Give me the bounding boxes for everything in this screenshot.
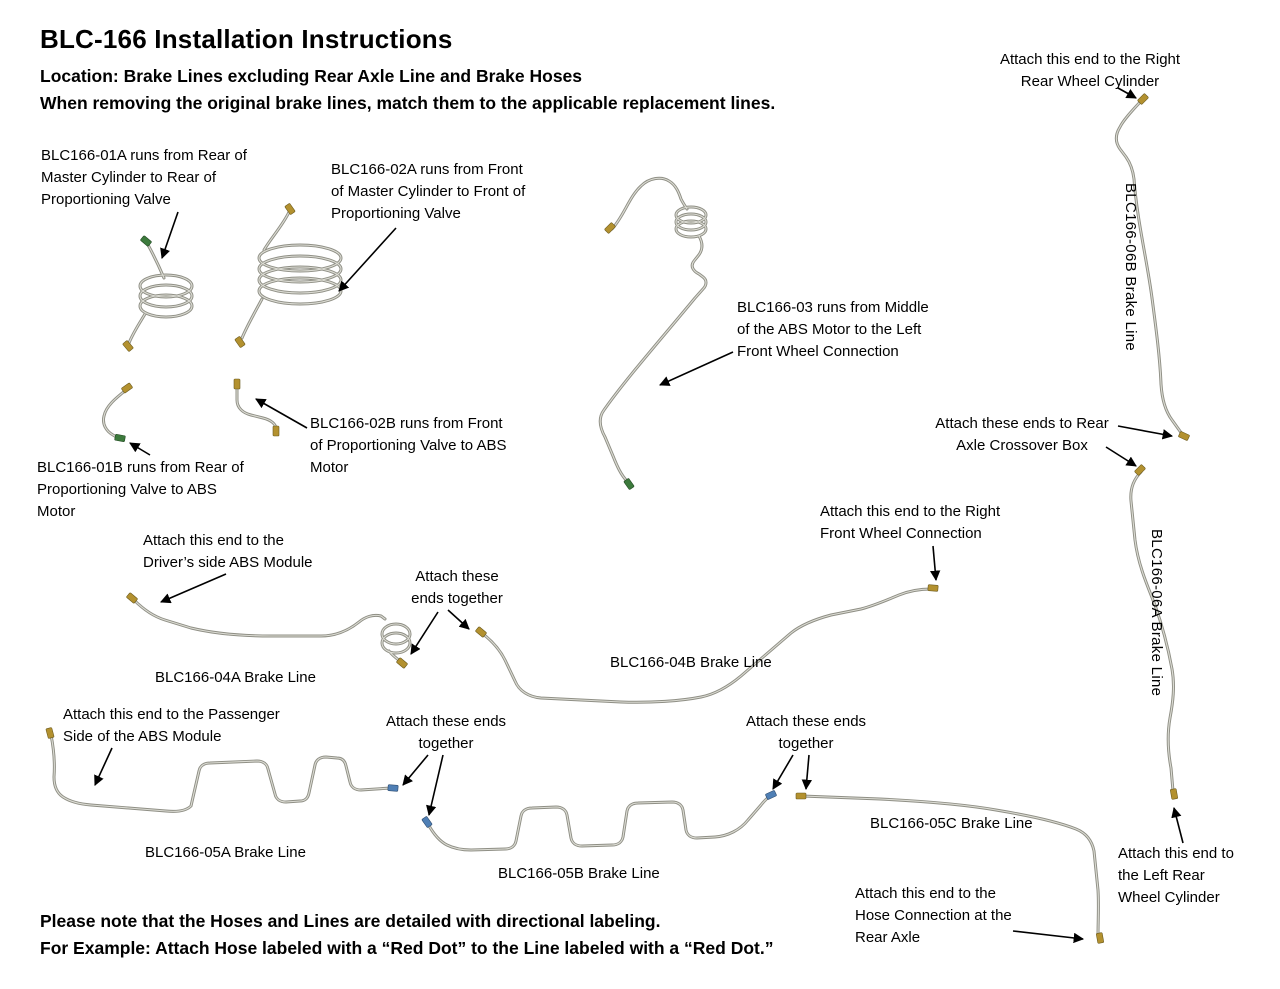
- label-blc166-05a: BLC166-05A Brake Line: [145, 844, 306, 861]
- fitting-01a-bottom: [122, 340, 134, 352]
- fitting-06b-bottom: [1178, 431, 1190, 441]
- callout-driver-abs: Attach this end to the Driver’s side ABS…: [143, 532, 313, 571]
- footer-note-2: For Example: Attach Hose labeled with a …: [40, 938, 774, 958]
- location-line: Location: Brake Lines excluding Rear Axl…: [40, 66, 583, 86]
- fitting-03-left: [604, 222, 616, 234]
- callout-rear-axle-crossover: Attach these ends to Rear Axle Crossover…: [935, 415, 1109, 454]
- fitting-02a-bottom: [234, 336, 246, 348]
- fitting-02a-top: [284, 203, 296, 215]
- callout-ends-together-2: Attach these ends together: [385, 713, 507, 752]
- brake-line-04a: [132, 598, 412, 663]
- footer-note-1: Please note that the Hoses and Lines are…: [40, 911, 661, 931]
- fitting-02b-bottom: [272, 425, 280, 437]
- fitting-05a-right: [387, 784, 399, 792]
- callout-blc166-02b: BLC166-02B runs from Front of Proportion…: [310, 415, 507, 476]
- callout-passenger-abs: Attach this end to the Passenger Side of…: [63, 706, 280, 745]
- arrow-01a: [160, 211, 179, 259]
- arrow-right-front-wheel: [929, 545, 941, 582]
- arrow-crossover-1: [1117, 425, 1174, 440]
- page-title: BLC-166 Installation Instructions: [40, 24, 453, 54]
- arrow-ends1-right: [447, 609, 470, 630]
- arrow-left-rear-wheel: [1171, 806, 1184, 844]
- fitting-04b-left: [475, 626, 487, 638]
- brake-line-04b: [481, 587, 933, 704]
- arrow-right-rear-wheel: [1117, 87, 1137, 99]
- annotation-arrows: [94, 87, 1184, 944]
- label-blc166-06b: BLC166-06B Brake Line: [1122, 183, 1139, 352]
- callout-left-rear-wheel: Attach this end to the Left Rear Wheel C…: [1118, 845, 1234, 906]
- arrow-03: [659, 351, 734, 386]
- fitting-06a-top: [1134, 464, 1146, 476]
- fitting-01b-bottom: [114, 434, 126, 442]
- callout-right-rear-wheel: Attach this end to the Right Rear Wheel …: [999, 51, 1181, 90]
- line-fittings: [45, 93, 1190, 944]
- label-blc166-06a: BLC166-06A Brake Line: [1148, 529, 1165, 697]
- callout-ends-together-3: Attach these ends together: [745, 713, 867, 752]
- arrow-01b: [129, 442, 151, 456]
- fitting-02b-top: [233, 378, 241, 390]
- arrow-ends3-right: [801, 754, 813, 791]
- fitting-03-bottom: [623, 478, 635, 490]
- label-blc166-05b: BLC166-05B Brake Line: [498, 865, 660, 882]
- fitting-05b-left: [421, 816, 433, 828]
- arrow-ends2-right: [426, 754, 444, 817]
- label-blc166-04b: BLC166-04B Brake Line: [610, 654, 772, 671]
- arrow-02b: [255, 398, 308, 429]
- arrow-crossover-2: [1105, 446, 1137, 467]
- fitting-05b-right: [765, 790, 777, 800]
- fitting-04b-right: [927, 584, 939, 592]
- brake-line-01a: [127, 241, 194, 345]
- fitting-01b-top: [121, 382, 133, 394]
- arrow-02a: [338, 227, 397, 292]
- arrow-ends2-left: [402, 754, 429, 786]
- callout-blc166-02a: BLC166-02A runs from Front of Master Cyl…: [331, 161, 526, 222]
- callout-right-front-wheel: Attach this end to the Right Front Wheel…: [820, 503, 1001, 542]
- callout-blc166-01a: BLC166-01A runs from Rear of Master Cyli…: [41, 147, 247, 208]
- fitting-05c-left: [795, 792, 807, 800]
- label-blc166-04a: BLC166-04A Brake Line: [155, 669, 316, 686]
- arrow-rear-axle-hose: [1012, 930, 1085, 944]
- arrow-driver-abs: [160, 573, 227, 604]
- arrow-ends3-left: [772, 754, 794, 790]
- fitting-04a-right: [396, 657, 408, 669]
- brake-line-01b: [101, 388, 128, 440]
- callout-blc166-01b: BLC166-01B runs from Rear of Proportioni…: [37, 459, 244, 520]
- fitting-01a-top: [140, 235, 152, 247]
- fitting-05c-end: [1096, 932, 1104, 944]
- fitting-06a-bottom: [1170, 788, 1178, 800]
- callout-blc166-03: BLC166-03 runs from Middle of the ABS Mo…: [737, 299, 929, 360]
- fitting-06b-top: [1137, 93, 1149, 105]
- fitting-04a-left: [126, 592, 138, 604]
- fitting-05a-top: [45, 727, 55, 739]
- callout-rear-axle-hose: Attach this end to the Hose Connection a…: [855, 885, 1012, 946]
- brake-line-02a: [240, 210, 343, 340]
- label-blc166-05c: BLC166-05C Brake Line: [870, 815, 1033, 832]
- instruction-line: When removing the original brake lines, …: [40, 93, 776, 113]
- arrow-passenger-abs: [94, 747, 113, 786]
- callout-ends-together-1: Attach these ends together: [411, 568, 503, 607]
- arrow-ends1-left: [410, 611, 439, 655]
- brake-line-05b: [426, 794, 773, 852]
- brake-line-02b: [235, 385, 278, 431]
